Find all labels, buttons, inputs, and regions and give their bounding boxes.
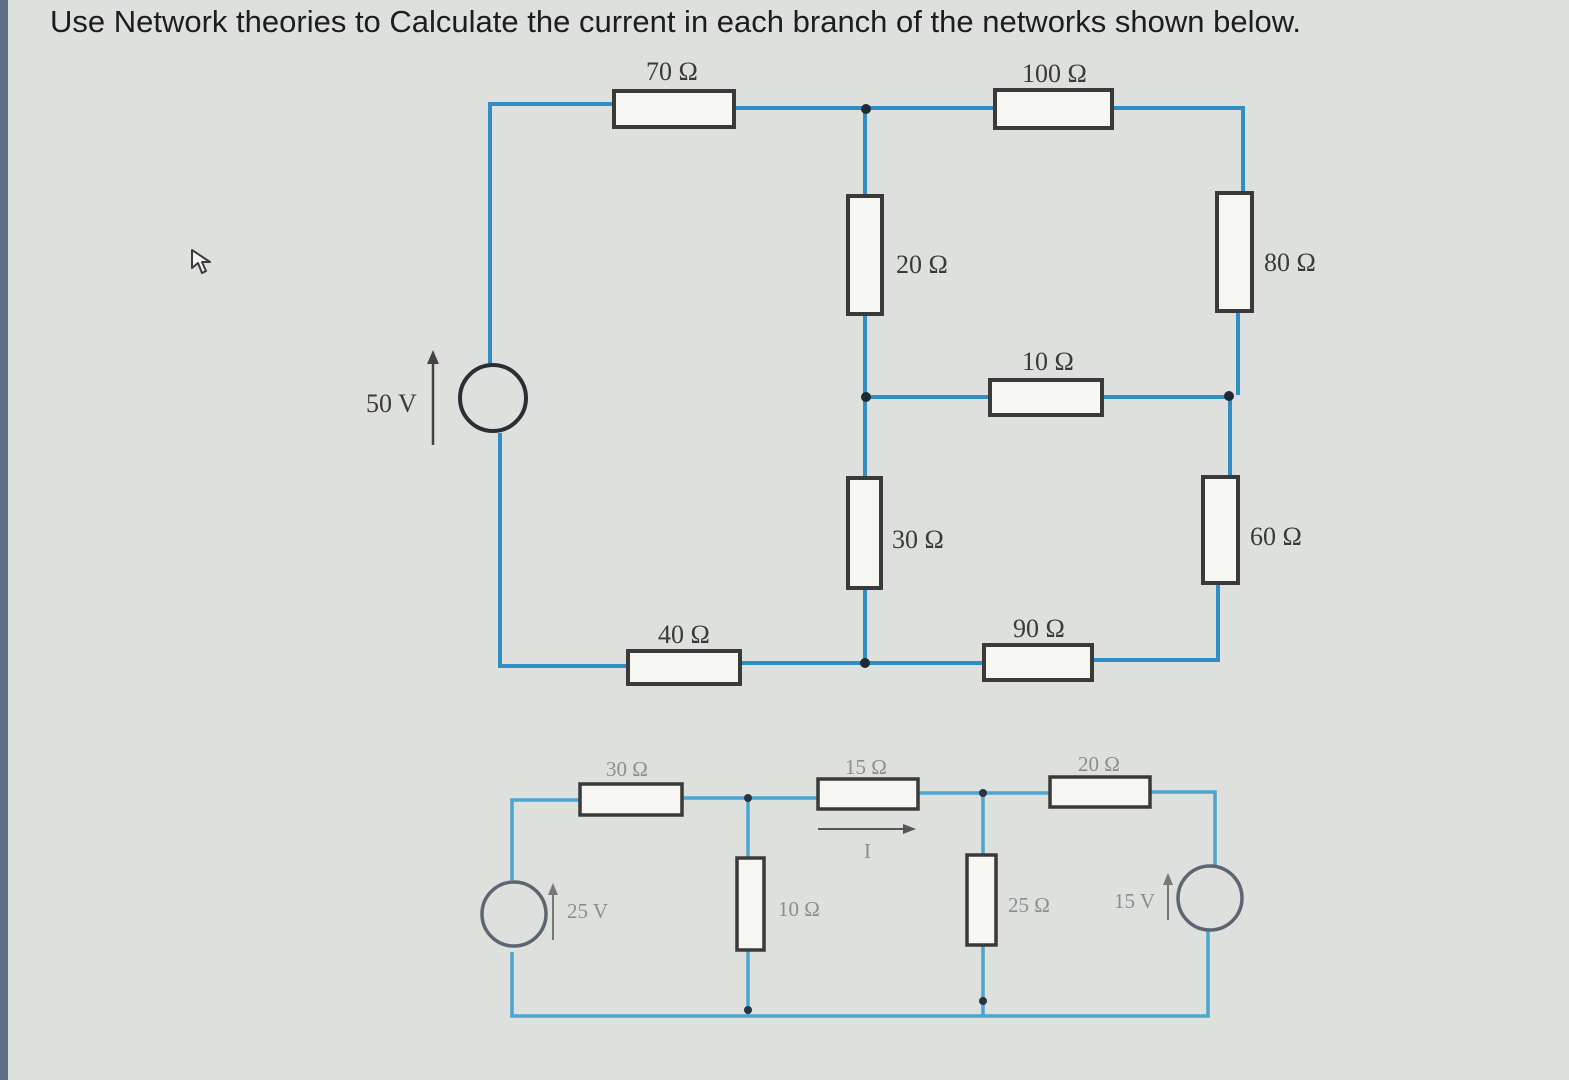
voltage-source-25v: 25 V: [480, 880, 608, 948]
label-10-ohm: 10 Ω: [1022, 347, 1074, 376]
resistor-20-ohm-n2: [1048, 775, 1152, 809]
network-1-nodes: [860, 104, 1234, 668]
label-100-ohm: 100 Ω: [1022, 59, 1087, 88]
resistor-20-ohm: [846, 194, 884, 316]
label-90-ohm: 90 Ω: [1013, 614, 1065, 643]
voltage-source-15v: 15 V: [1114, 864, 1244, 932]
current-arrow: I: [818, 824, 916, 863]
label-30-ohm-n2: 30 Ω: [606, 757, 648, 781]
resistor-60-ohm: [1201, 475, 1240, 585]
network-2: I 25 V 15 V 30 Ω 15 Ω 20 Ω 10 Ω 25 Ω: [480, 752, 1244, 1018]
voltage-source-50v: 50 V: [366, 350, 528, 445]
question-title: Use Network theories to Calculate the cu…: [50, 4, 1301, 39]
arrow-head-icon: [548, 883, 558, 895]
mouse-pointer-icon: [191, 249, 211, 274]
network-1-resistors: [612, 88, 1254, 686]
worksheet-page: [8, 0, 1569, 1080]
junction-node: [861, 104, 871, 114]
arrow-head-icon: [427, 350, 439, 364]
label-15-ohm-n2: 15 Ω: [845, 755, 887, 779]
label-30-ohm: 30 Ω: [892, 525, 944, 554]
junction-node: [979, 789, 987, 797]
resistor-10-ohm-n2: [735, 856, 766, 952]
resistor-40-ohm: [626, 649, 742, 686]
network-2-labels: 30 Ω 15 Ω 20 Ω 10 Ω 25 Ω: [606, 752, 1120, 921]
junction-node: [860, 658, 870, 668]
label-10-ohm-n2: 10 Ω: [778, 897, 820, 921]
arrow-head-icon: [903, 824, 916, 834]
label-80-ohm: 80 Ω: [1264, 248, 1316, 277]
resistor-90-ohm: [982, 643, 1094, 682]
resistor-80-ohm: [1215, 191, 1254, 313]
label-20-ohm: 20 Ω: [896, 250, 948, 279]
network-2-wires: [510, 790, 1217, 1018]
label-25-ohm-n2: 25 Ω: [1008, 893, 1050, 917]
network-2-nodes: [744, 789, 987, 1014]
resistor-10-ohm: [988, 378, 1104, 417]
label-70-ohm: 70 Ω: [646, 57, 698, 86]
source-25v-label: 25 V: [567, 899, 608, 923]
arrow-head-icon: [1163, 873, 1173, 885]
resistor-15-ohm-n2: [816, 777, 920, 811]
label-40-ohm: 40 Ω: [658, 620, 710, 649]
resistor-70-ohm: [612, 89, 736, 129]
junction-node: [744, 1006, 752, 1014]
source-15v-label: 15 V: [1114, 889, 1155, 913]
current-label: I: [864, 839, 871, 863]
resistor-100-ohm: [993, 88, 1114, 130]
resistor-30-ohm: [846, 476, 883, 590]
network-2-resistors: [578, 775, 1152, 952]
network-1: 50 V 70 Ω 100 Ω 20 Ω 80 Ω 10 Ω 30 Ω 60 Ω…: [366, 57, 1316, 686]
label-20-ohm-n2: 20 Ω: [1078, 752, 1120, 776]
label-60-ohm: 60 Ω: [1250, 522, 1302, 551]
junction-node: [744, 794, 752, 802]
junction-node: [1224, 391, 1234, 401]
junction-node: [861, 392, 871, 402]
resistor-30-ohm-n2: [578, 782, 684, 817]
junction-node: [979, 997, 987, 1005]
source-50v-label: 50 V: [366, 389, 417, 418]
network-1-labels: 70 Ω 100 Ω 20 Ω 80 Ω 10 Ω 30 Ω 60 Ω 40 Ω…: [646, 57, 1316, 649]
resistor-25-ohm-n2: [965, 853, 998, 947]
